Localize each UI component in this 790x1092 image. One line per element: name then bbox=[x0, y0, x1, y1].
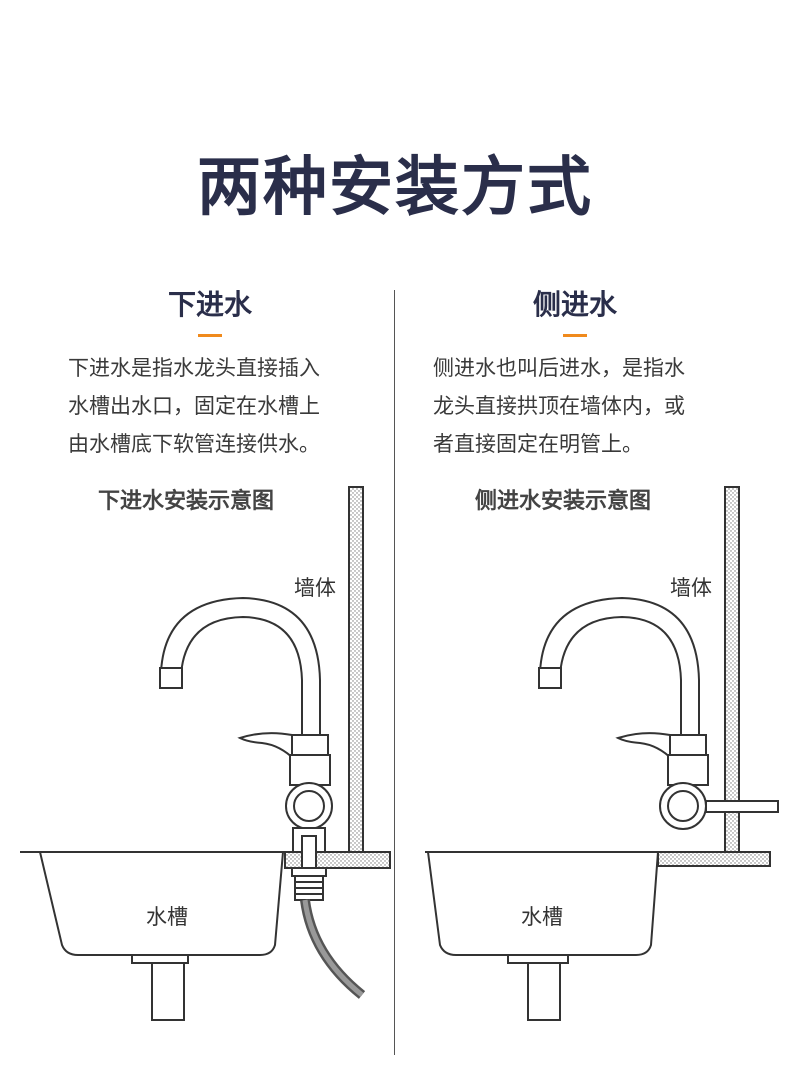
connector bbox=[301, 835, 317, 869]
sink bbox=[39, 851, 284, 956]
drain-pipe bbox=[527, 963, 561, 1021]
wall-label: 墙体 bbox=[670, 576, 712, 600]
countertop bbox=[657, 851, 771, 867]
supply-hose bbox=[300, 899, 366, 999]
sink-label: 水槽 bbox=[521, 905, 563, 929]
faucet-handle bbox=[237, 732, 297, 763]
bottom-inlet-section: 下进水 下进水是指水龙头直接插入 水槽出水口，固定在水槽上 由水槽底下软管连接供… bbox=[60, 283, 360, 463]
side-inlet-heading: 侧进水 bbox=[532, 288, 617, 321]
side-supply-pipe bbox=[705, 800, 779, 813]
accent-bar bbox=[563, 334, 587, 337]
drain-pipe bbox=[151, 963, 185, 1021]
countertop bbox=[284, 851, 391, 869]
wall bbox=[348, 486, 364, 853]
bottom-inlet-diagram bbox=[20, 486, 391, 1021]
bottom-inlet-description: 下进水是指水龙头直接插入 水槽出水口，固定在水槽上 由水槽底下软管连接供水。 bbox=[68, 356, 320, 456]
faucet-spout bbox=[160, 596, 321, 755]
wall-label: 墙体 bbox=[294, 576, 336, 600]
wall bbox=[724, 486, 740, 853]
side-inlet-diagram bbox=[425, 486, 779, 1021]
sink-label: 水槽 bbox=[146, 905, 188, 929]
bottom-inlet-diagram-title: 下进水安装示意图 bbox=[98, 489, 275, 514]
sink bbox=[427, 851, 659, 956]
spout-tip bbox=[159, 667, 183, 689]
sink-drain-lip bbox=[507, 955, 569, 964]
spout-tip bbox=[538, 667, 562, 689]
side-inlet-diagram-title: 侧进水安装示意图 bbox=[475, 489, 652, 514]
accent-bar bbox=[198, 334, 222, 337]
bottom-inlet-heading: 下进水 bbox=[167, 288, 252, 321]
page-title: 两种安装方式 bbox=[197, 151, 593, 225]
sink-drain-lip bbox=[131, 955, 189, 964]
side-inlet-description: 侧进水也叫后进水，是指水 龙头直接拱顶在墙体内，或 者直接固定在明管上。 bbox=[433, 356, 685, 456]
installation-diagrams: 墙体 水槽 墙体 水槽 bbox=[20, 486, 779, 1021]
faucet-spout bbox=[539, 596, 700, 740]
side-inlet-section: 侧进水 侧进水也叫后进水，是指水 龙头直接拱顶在墙体内，或 者直接固定在明管上。 bbox=[425, 283, 725, 463]
column-divider bbox=[394, 290, 395, 1055]
faucet-handle bbox=[615, 732, 675, 763]
